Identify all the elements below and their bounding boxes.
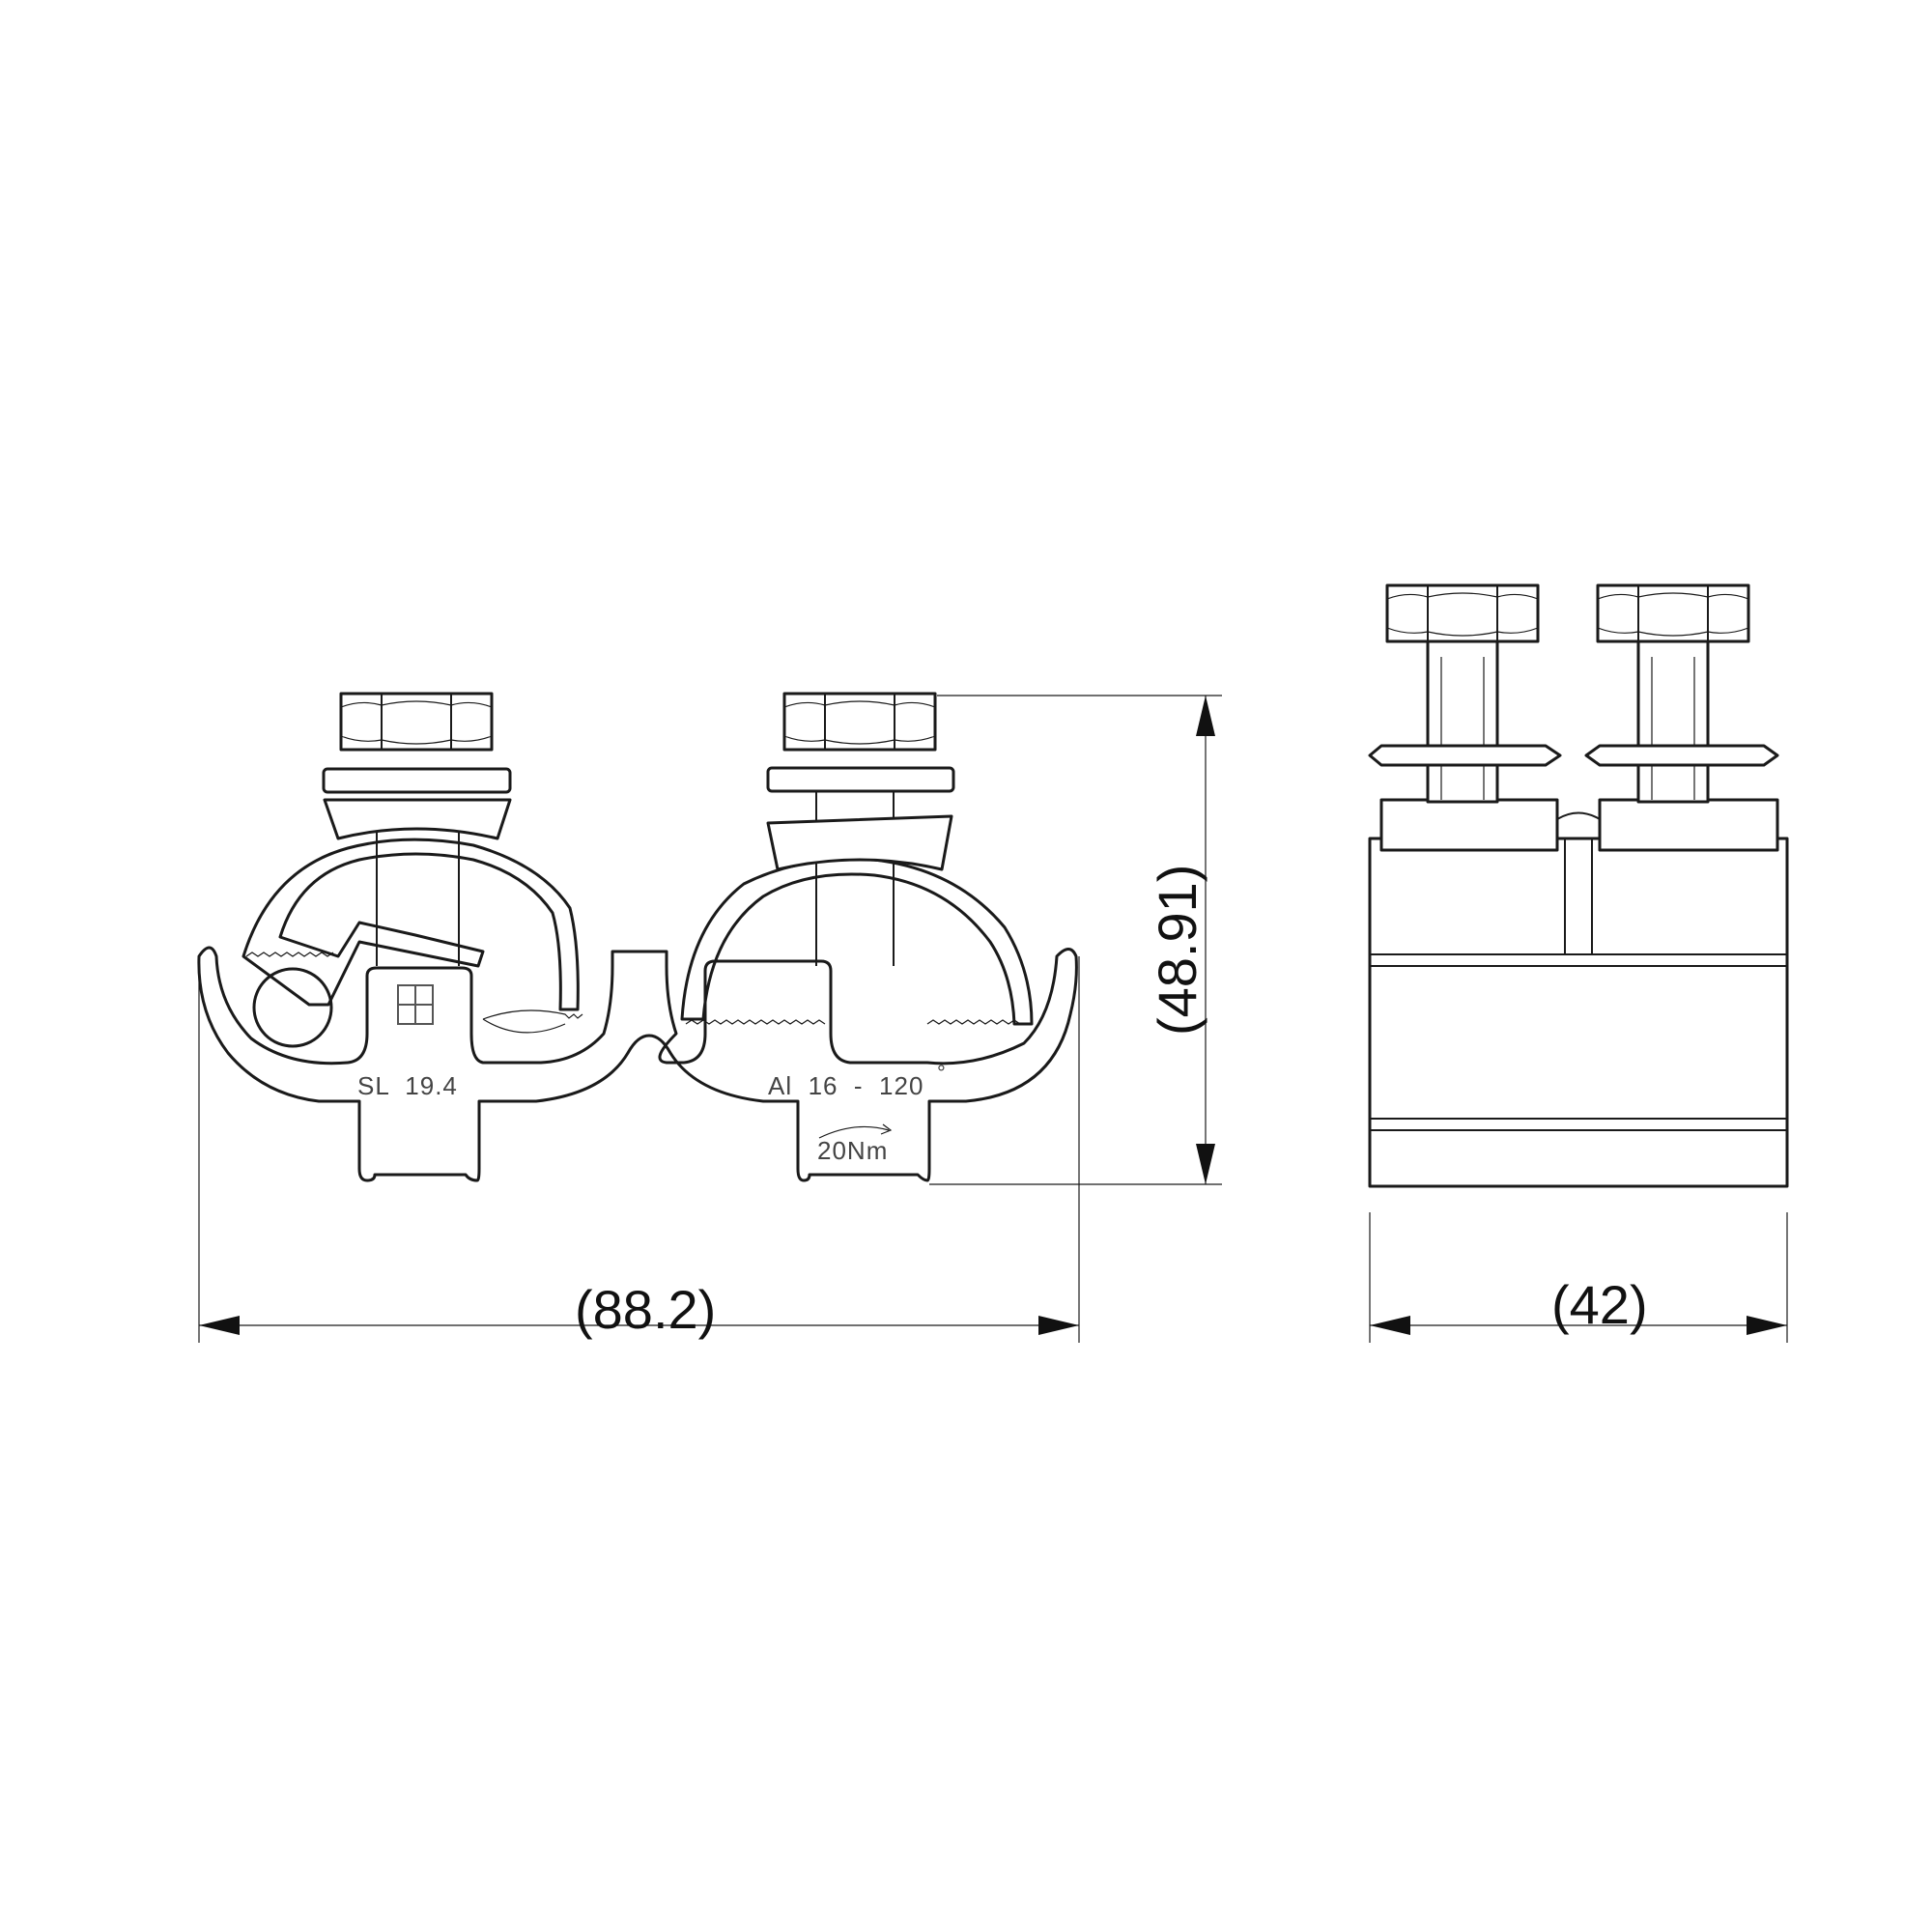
side-washer-left <box>1368 744 1562 767</box>
dimension-height: (48.91) <box>1147 865 1208 1036</box>
arrow-down-icon <box>1196 1144 1215 1184</box>
left-groove-teeth <box>482 1009 583 1034</box>
left-clamp-marking: SL 19.4 <box>357 1071 458 1100</box>
left-clamp-teeth <box>245 952 334 957</box>
dimension-lines: (88.2) (48.91) (42) <box>198 695 1788 1343</box>
arrow-up-icon <box>1196 696 1215 736</box>
left-clamp-arch <box>242 838 580 1011</box>
arrow-left-icon <box>199 1316 240 1335</box>
side-bolt-left <box>1426 636 1499 804</box>
right-clamp-teeth <box>685 1019 826 1025</box>
side-washer-right <box>1584 744 1779 767</box>
side-view <box>1368 583 1789 1188</box>
left-washer <box>322 767 512 794</box>
torque-arrow-icon <box>818 1125 890 1139</box>
side-saddle-right <box>1598 798 1779 852</box>
front-view: SL 19.4 Al 16 - 120 ° 20Nm <box>197 692 1078 1182</box>
left-saddle <box>323 798 512 840</box>
right-clamp-arch <box>680 857 1034 1026</box>
connector-body-outline <box>197 946 1078 1182</box>
side-body-block <box>1368 837 1789 1188</box>
manufacturer-logo <box>397 984 434 1025</box>
left-hex-nut <box>339 692 494 752</box>
side-saddle-left <box>1379 798 1559 852</box>
side-hex-nut-right <box>1596 583 1750 643</box>
right-clamp-marking: Al 16 - 120 <box>768 1071 923 1100</box>
right-clamp-teeth-2 <box>926 1019 1021 1025</box>
side-bolt-right <box>1636 636 1710 804</box>
side-hex-nut-left <box>1385 583 1540 643</box>
degree-symbol: ° <box>937 1061 946 1085</box>
right-saddle <box>766 814 953 871</box>
dimension-width-side: (42) <box>1551 1274 1648 1335</box>
arrow-right-side-icon <box>1747 1316 1787 1335</box>
arrow-left-side-icon <box>1370 1316 1410 1335</box>
right-hex-nut <box>782 692 937 752</box>
right-washer <box>766 766 955 793</box>
dimension-width-front: (88.2) <box>575 1279 716 1340</box>
messenger-cable-circle <box>252 967 333 1048</box>
arrow-right-icon <box>1038 1316 1079 1335</box>
torque-marking: 20Nm <box>817 1136 888 1165</box>
